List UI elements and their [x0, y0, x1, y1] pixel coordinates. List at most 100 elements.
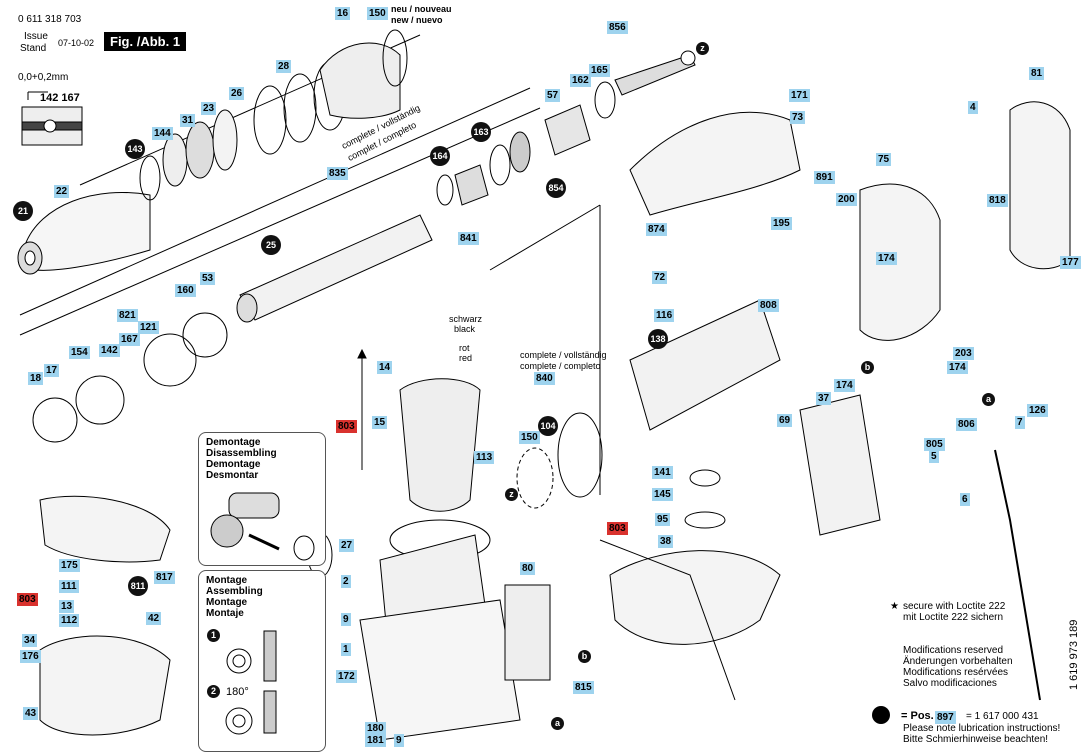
- part-label: 150: [519, 431, 540, 444]
- part-label: 175: [59, 559, 80, 572]
- part-label: 165: [589, 64, 610, 77]
- part-label: 854: [546, 178, 566, 198]
- part-label: 27: [339, 539, 355, 552]
- part-label: 18: [28, 372, 44, 385]
- part-label: 803: [17, 593, 38, 606]
- assembly-box: Montage Assembling Montage Montaje 1 2 1…: [198, 570, 326, 752]
- part-label: 121: [138, 321, 159, 334]
- assembly-title-1: Montage: [206, 575, 248, 586]
- part-label: 815: [573, 681, 594, 694]
- part-label: 162: [570, 74, 591, 87]
- part-label: 9: [394, 734, 404, 747]
- issue-date: 07-10-02: [58, 38, 95, 48]
- part-label: 144: [152, 127, 173, 140]
- part-label: 142: [99, 344, 120, 357]
- note-rot: rot: [459, 343, 470, 353]
- part-label: 9: [341, 613, 351, 626]
- part-label: 69: [777, 414, 793, 427]
- pos-code: = 1 617 000 431: [966, 711, 1039, 722]
- part-number: 0 611 318 703: [18, 14, 82, 25]
- note-loctite-2: mit Loctite 222 sichern: [903, 612, 1004, 623]
- part-label: 116: [654, 309, 675, 322]
- pos-prefix: = Pos.: [901, 710, 934, 722]
- part-label: 7: [1015, 416, 1025, 429]
- part-label: 75: [876, 153, 892, 166]
- assembly-illustration: [225, 630, 277, 735]
- part-label: 14: [377, 361, 393, 374]
- disassembly-box: Demontage Disassembling Demontage Desmon…: [198, 432, 326, 566]
- part-label: 104: [538, 416, 558, 436]
- part-label: 818: [987, 194, 1008, 207]
- part-label: 126: [1027, 404, 1048, 417]
- part-label: 195: [771, 217, 792, 230]
- part-label: 25: [261, 235, 281, 255]
- part-label: b: [578, 650, 591, 663]
- note-black: black: [454, 324, 476, 334]
- part-label: b: [861, 361, 874, 374]
- part-label: 143: [125, 139, 145, 159]
- part-label: 174: [947, 361, 968, 374]
- tolerance-note: 0,0+0,2mm: [18, 72, 69, 83]
- figure-label: Fig. /Abb. 1: [104, 32, 187, 51]
- part-label: 23: [201, 102, 217, 115]
- part-label: 73: [790, 111, 806, 124]
- part-label: 897: [935, 711, 956, 724]
- part-label: 174: [834, 379, 855, 392]
- part-label: 164: [430, 146, 450, 166]
- part-label: 72: [652, 271, 668, 284]
- angle-label: 180°: [226, 686, 249, 698]
- part-label: z: [505, 488, 518, 501]
- sub-part-number: 142 167: [40, 92, 80, 104]
- part-label: 38: [658, 535, 674, 548]
- note-new: new / nuevo: [391, 15, 443, 25]
- note-loctite-1: secure with Loctite 222: [903, 601, 1006, 612]
- part-label: 817: [154, 571, 175, 584]
- disassembly-illustration: [210, 492, 315, 561]
- part-label: 81: [1029, 67, 1045, 80]
- part-label: 112: [59, 614, 80, 627]
- note-modifications-1: Modifications reserved: [903, 645, 1004, 656]
- part-label: 21: [13, 201, 33, 221]
- part-label: z: [696, 42, 709, 55]
- part-label: 821: [117, 309, 138, 322]
- lubrication-note-1: Please note lubrication instructions!: [903, 723, 1061, 734]
- note-modifications-3: Modifications resérvées: [903, 667, 1009, 678]
- part-label: 891: [814, 171, 835, 184]
- part-label: 17: [44, 364, 60, 377]
- part-label: 95: [655, 513, 671, 526]
- part-label: 181: [365, 734, 386, 747]
- part-label: 803: [336, 420, 357, 433]
- part-label: 805: [924, 438, 945, 451]
- note-complete-2a: complete / vollständig: [520, 350, 607, 360]
- part-label: 176: [20, 650, 41, 663]
- loctite-star-icon: ★: [890, 601, 899, 612]
- part-label: 154: [69, 346, 90, 359]
- part-label: 141: [652, 466, 673, 479]
- part-label: 113: [474, 451, 495, 464]
- part-label: 835: [327, 167, 348, 180]
- part-label: 22: [54, 185, 70, 198]
- part-label: 43: [23, 707, 39, 720]
- note-complete-2b: complete / completo: [520, 361, 601, 371]
- part-label: 808: [758, 299, 779, 312]
- part-label: 806: [956, 418, 977, 431]
- part-label: 37: [816, 392, 832, 405]
- part-label: 171: [789, 89, 810, 102]
- part-label: 4: [968, 101, 978, 114]
- part-label: 53: [200, 272, 216, 285]
- stand-label: Stand: [20, 43, 47, 54]
- part-label: 80: [520, 562, 536, 575]
- note-neu: neu / nouveau: [391, 4, 452, 14]
- part-label: 26: [229, 87, 245, 100]
- lubrication-dot-icon: [872, 706, 890, 724]
- part-label: 172: [336, 670, 357, 683]
- part-label: 2: [341, 575, 351, 588]
- assembly-title-2: Assembling: [206, 586, 263, 597]
- note-modifications-2: Änderungen vorbehalten: [903, 656, 1013, 667]
- part-label: 856: [607, 21, 628, 34]
- part-label: 145: [652, 488, 673, 501]
- part-label: 167: [119, 333, 140, 346]
- part-label: a: [982, 393, 995, 406]
- part-label: 16: [335, 7, 351, 20]
- part-label: 840: [534, 372, 555, 385]
